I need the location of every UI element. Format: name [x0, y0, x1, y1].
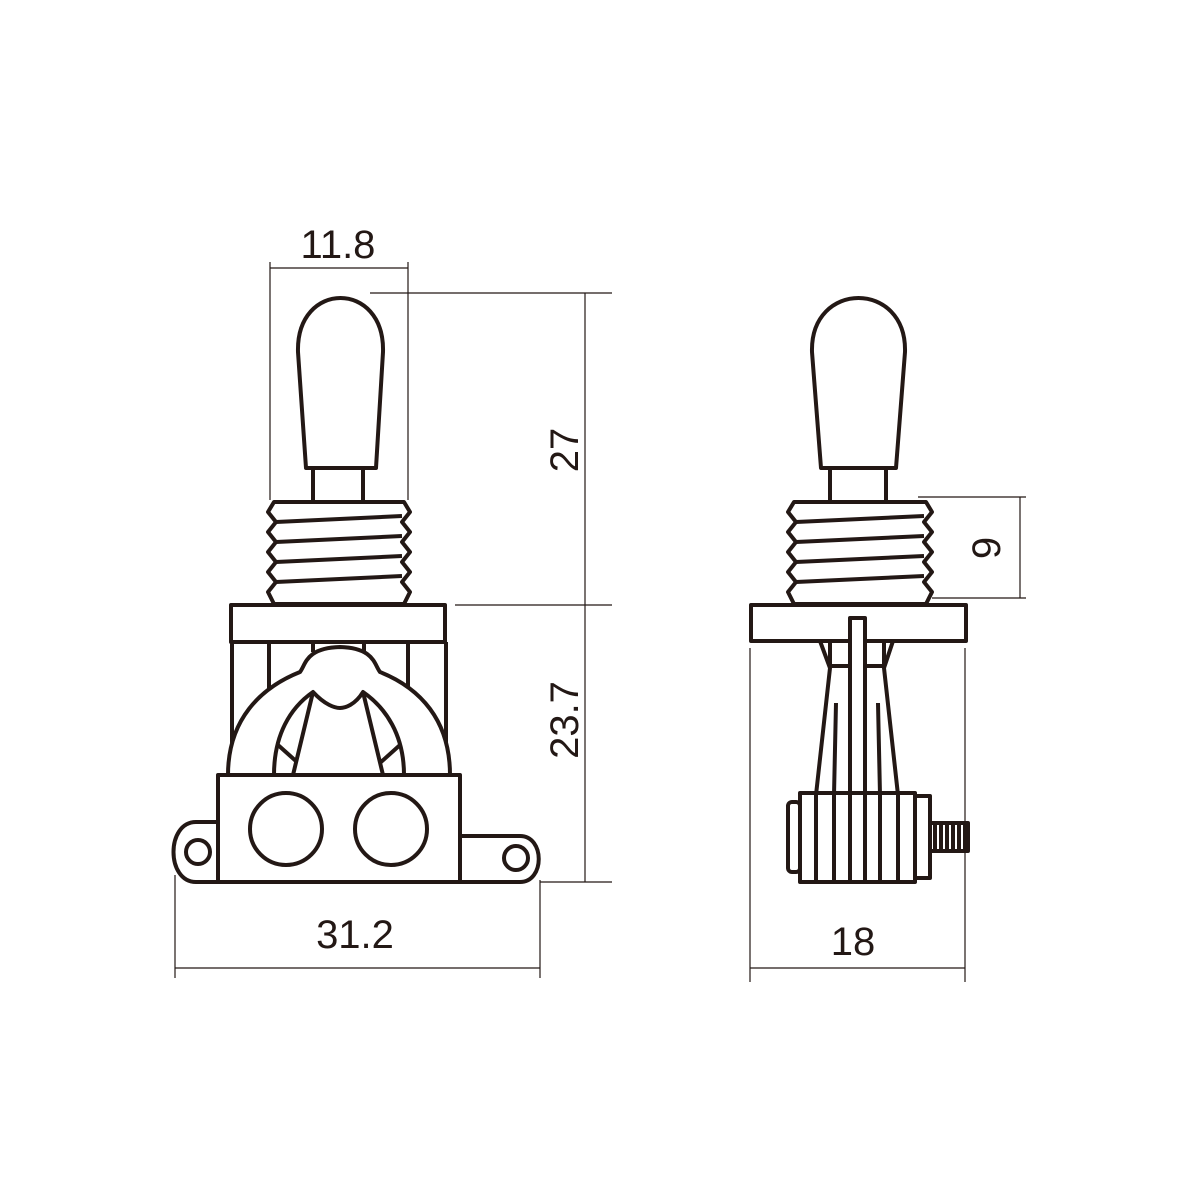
front-view: 11.8 27 23.7 31.2: [171, 223, 612, 978]
dimension-label: 9: [965, 537, 1009, 559]
terminal-hole-right: [353, 791, 429, 867]
dimension-lower-height: 23.7: [543, 681, 587, 759]
lever-neck: [311, 466, 365, 504]
dimension-lever-width: 11.8: [269, 223, 409, 500]
side-view: 9 18: [749, 296, 1026, 982]
lever-neck: [828, 466, 888, 504]
thread-lines: [275, 514, 403, 584]
lever-tip: [295, 296, 386, 470]
dimension-label: 27: [543, 428, 587, 473]
mounting-flange: [229, 603, 447, 644]
lever-tip: [809, 296, 908, 470]
dimension-label: 23.7: [543, 681, 587, 759]
terminal-screw: [928, 821, 970, 853]
dimension-label: 18: [831, 920, 876, 964]
dimension-label: 11.8: [301, 223, 376, 267]
side-plate: [913, 794, 932, 880]
ear-hole-left: [184, 838, 212, 866]
terminal-hole-left: [248, 791, 324, 867]
dimension-upper-height: 27: [370, 292, 612, 883]
frame-legs: [230, 642, 448, 776]
ear-hole-right: [502, 844, 530, 872]
terminal-body: [798, 791, 917, 884]
dimension-depth: 18: [749, 648, 966, 982]
dimension-thread-length: 9: [918, 496, 1026, 599]
dimension-label: 31.2: [316, 913, 394, 957]
dimension-total-width: 31.2: [174, 875, 541, 978]
